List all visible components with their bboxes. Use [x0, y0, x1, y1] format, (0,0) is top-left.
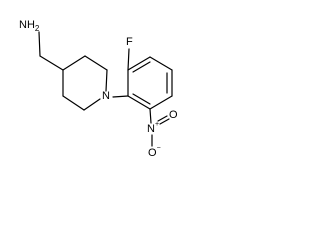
double-bond-ar2-ar3	[132, 61, 151, 73]
bond-nitro-o-top	[157, 115, 168, 122]
bond-ar5-nitro	[149, 108, 152, 124]
bond-c6-c5	[62, 95, 85, 111]
ring-nitrogen-label: N	[102, 90, 110, 102]
bond-n1-c6	[83, 98, 101, 111]
bond-ar6-ar1	[127, 95, 151, 110]
bond-n1-aryl	[112, 95, 129, 98]
nitro-plus: +	[155, 121, 159, 128]
amine-label: NH2	[19, 19, 40, 33]
amine-h: H	[27, 19, 35, 31]
nitro-o-minus: −	[157, 145, 161, 152]
bond-ar5-ar6	[149, 95, 173, 110]
bond-c2-n1	[105, 69, 108, 92]
bond-c3-c2	[84, 55, 108, 71]
molecule-diagram: NH2 N F N+ O O−	[19, 19, 178, 160]
bond-ar2-f	[127, 48, 130, 71]
nitro-o: O	[148, 147, 157, 159]
nitro-n: N	[147, 123, 155, 135]
nitro-label: N+	[147, 121, 159, 136]
bond-ch2-c4	[39, 55, 64, 71]
bond-c4-c3	[62, 55, 86, 71]
nitro-oxygen-bottom-label: O−	[148, 145, 161, 160]
amine-n: N	[19, 19, 27, 31]
double-bond-ar6-ar1	[132, 93, 151, 105]
bond-ar3-ar4	[149, 56, 173, 71]
amine-h-count: 2	[35, 24, 40, 33]
bond-nh2-ch2	[38, 31, 41, 57]
nitro-oxygen-top-label: O	[169, 109, 178, 121]
fluorine-label: F	[126, 36, 133, 48]
double-bond-nitro-o-top	[159, 118, 170, 125]
bond-ar2-ar3	[127, 56, 151, 71]
